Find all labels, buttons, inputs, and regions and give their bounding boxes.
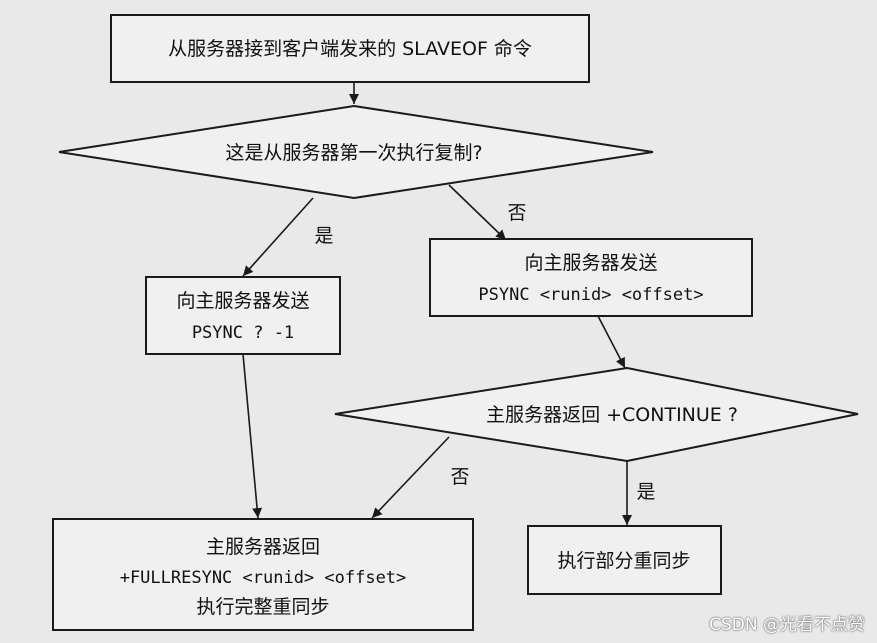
edge-partial-to-continue <box>597 315 626 369</box>
edge-first-time-no <box>448 184 507 241</box>
start-box-label: 从服务器接到客户端发来的 SLAVEOF 命令 <box>168 38 532 60</box>
full-resync-box <box>52 518 474 631</box>
edge-full-to-fullresync <box>242 353 263 519</box>
watermark: CSDN @光看不点赞 <box>709 615 865 635</box>
start-box <box>110 14 590 83</box>
edge-first-time-yes <box>242 197 314 277</box>
full-resync-line3: 执行完整重同步 <box>196 596 329 618</box>
send-full-psync-line2: PSYNC ? -1 <box>192 323 294 343</box>
partial-resync-label: 执行部分重同步 <box>557 550 690 572</box>
edge-label-no-continue: 否 <box>450 466 469 488</box>
first-time-decision <box>58 104 654 200</box>
send-partial-psync-line1: 向主服务器发送 <box>524 252 657 274</box>
first-time-decision-label: 这是从服务器第一次执行复制? <box>225 142 482 164</box>
send-full-psync-box <box>145 276 341 355</box>
send-full-psync-line1: 向主服务器发送 <box>176 290 309 312</box>
edge-label-yes-first: 是 <box>314 225 333 247</box>
continue-decision-label: 主服务器返回 +CONTINUE ? <box>486 404 738 426</box>
send-partial-psync-line2: PSYNC <runid> <offset> <box>478 285 703 305</box>
edge-label-yes-continue: 是 <box>636 481 655 503</box>
partial-resync-box <box>527 525 722 595</box>
edge-label-no-first: 否 <box>507 202 526 224</box>
send-partial-psync-box <box>429 238 753 317</box>
full-resync-line2: +FULLRESYNC <runid> <offset> <box>120 568 407 588</box>
full-resync-line1: 主服务器返回 <box>206 536 320 558</box>
edge-continue-no <box>371 436 450 519</box>
